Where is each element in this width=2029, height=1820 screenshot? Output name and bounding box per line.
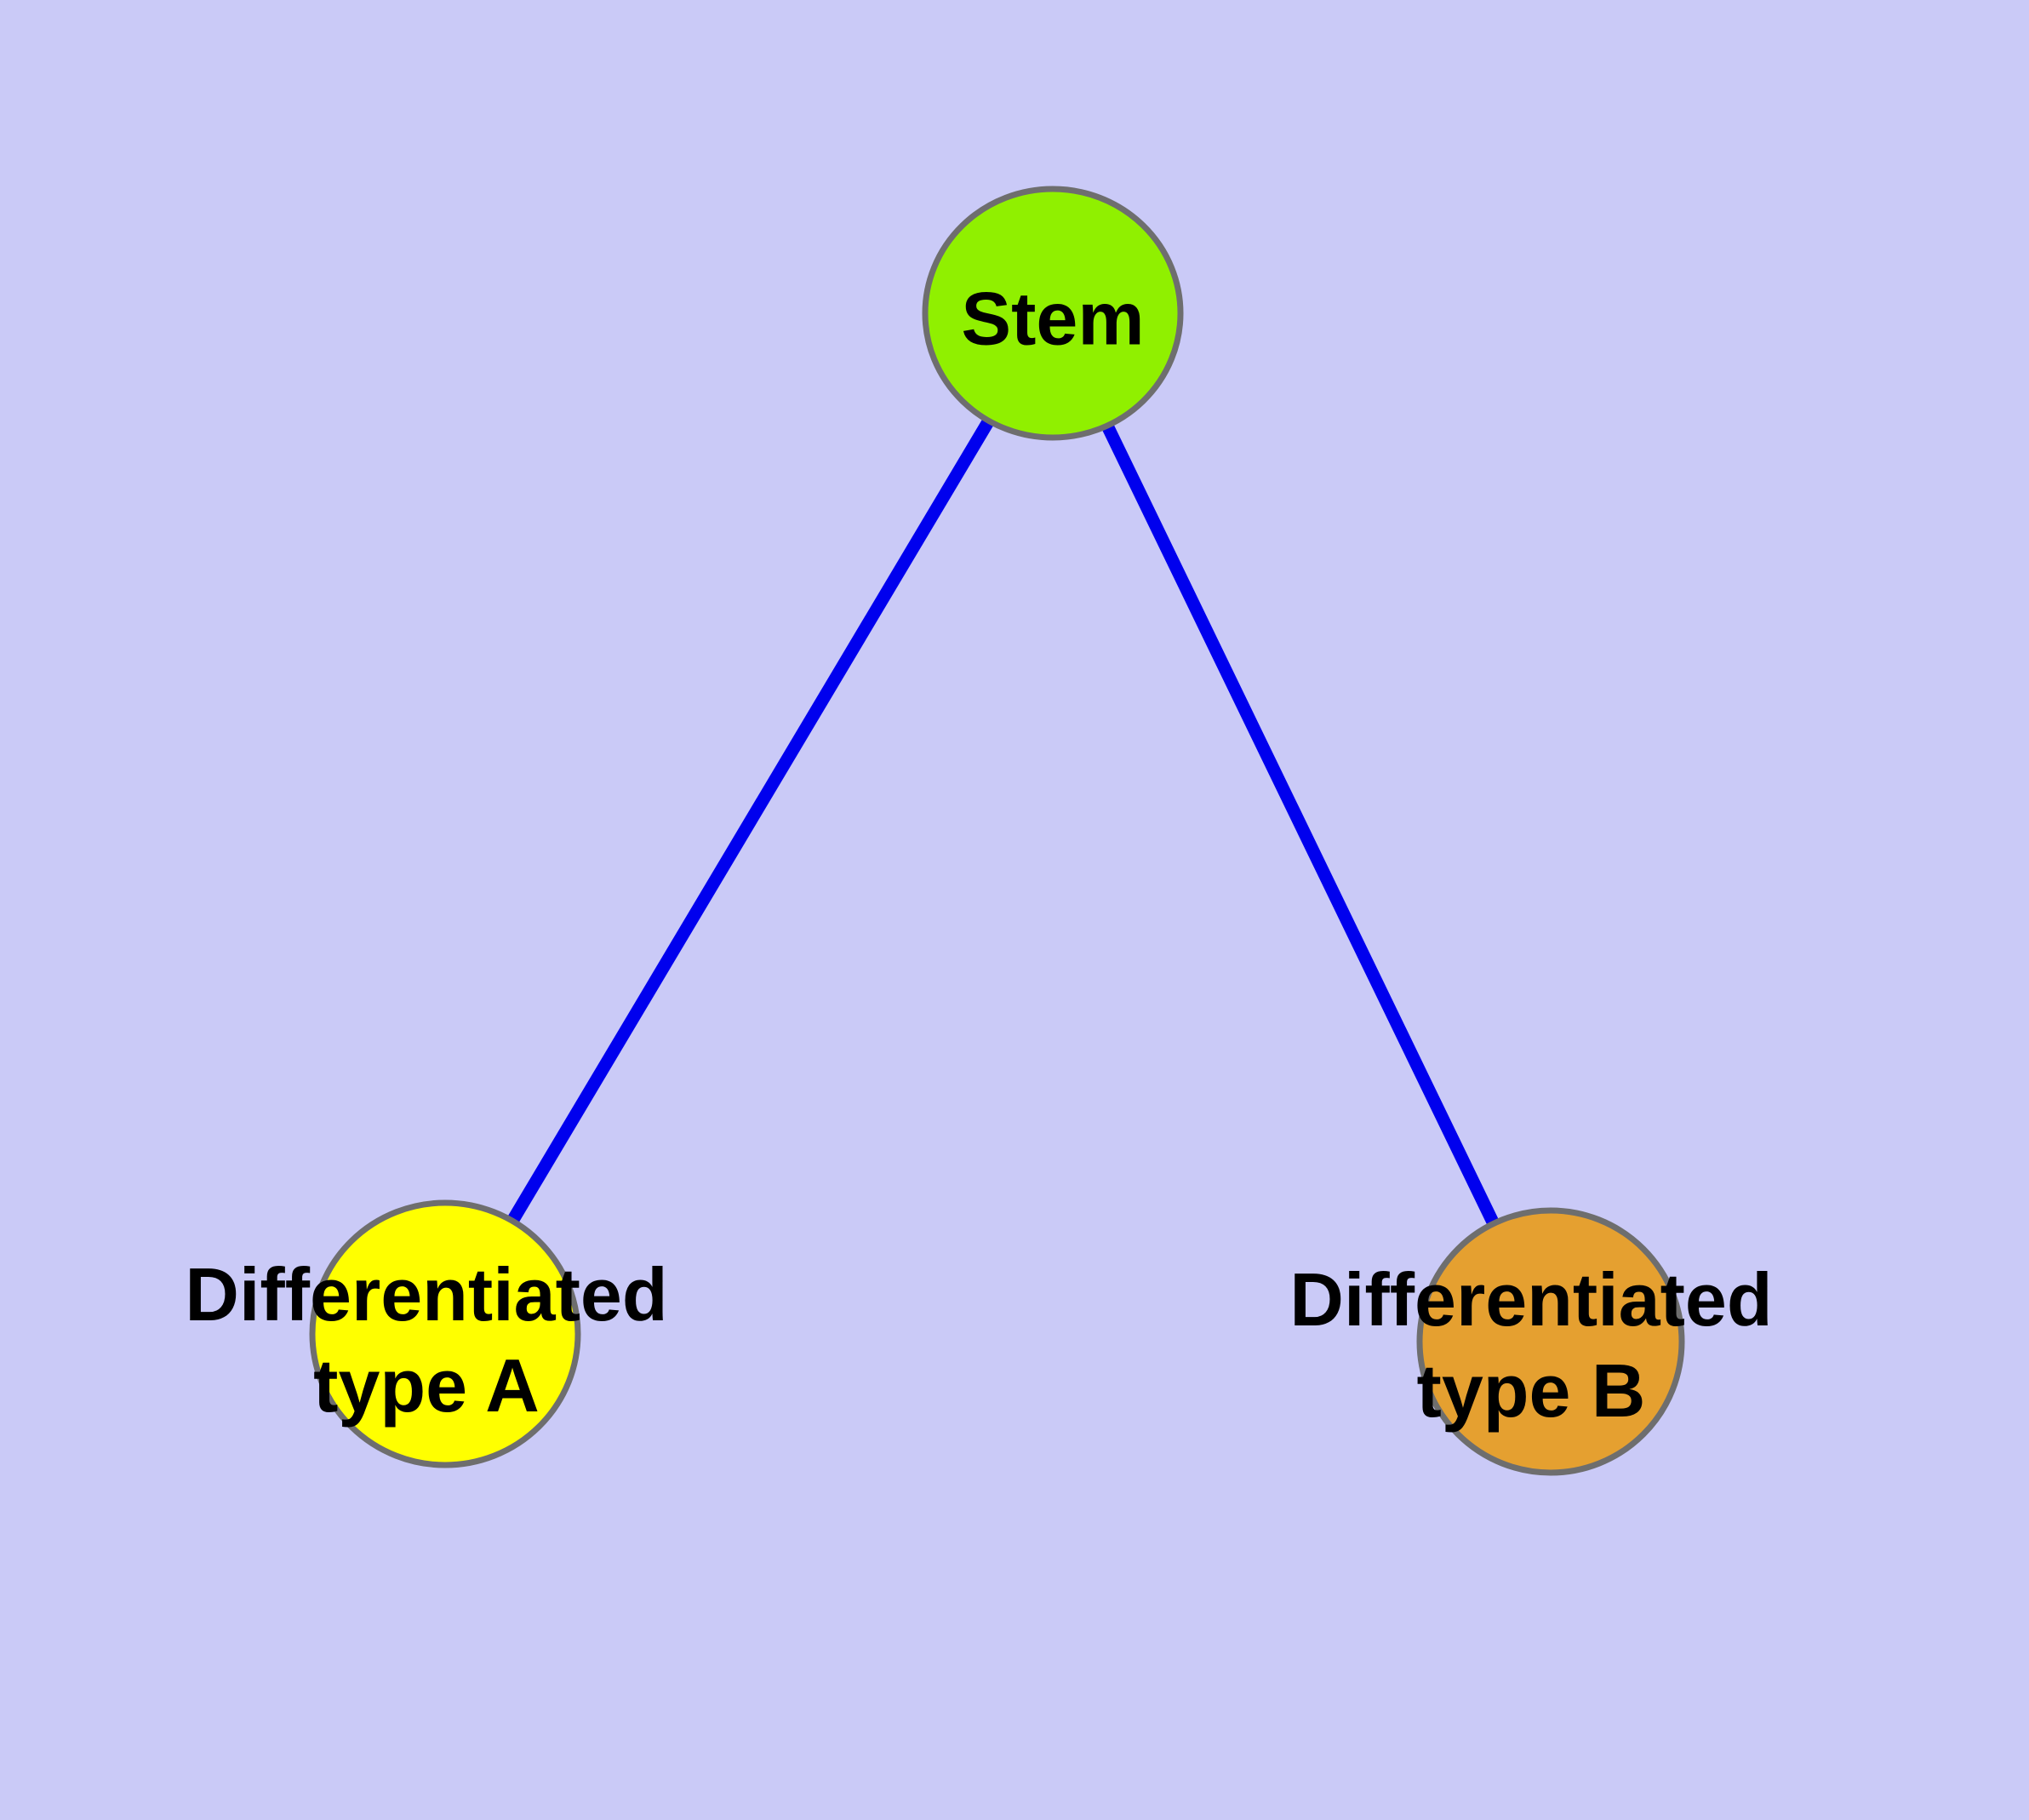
label-stem-text: Stem: [961, 276, 1145, 361]
label-typeA-line2: type A: [313, 1343, 540, 1428]
label-typeB-line2: type B: [1416, 1348, 1646, 1433]
node-typeA[interactable]: [309, 1199, 581, 1468]
label-typeA: Differentiated type A: [185, 1249, 667, 1431]
label-typeA-line1: Differentiated: [185, 1252, 668, 1336]
edge-stem-to-typeA: [439, 310, 1059, 1337]
node-typeB[interactable]: [1416, 1207, 1685, 1476]
label-stem: Stem: [961, 273, 1144, 364]
label-typeB: Differentiated type B: [1289, 1254, 1772, 1436]
node-stem[interactable]: [922, 186, 1184, 441]
label-typeB-line1: Differentiated: [1289, 1257, 1773, 1342]
edge-stem-to-typeB: [1047, 310, 1557, 1345]
